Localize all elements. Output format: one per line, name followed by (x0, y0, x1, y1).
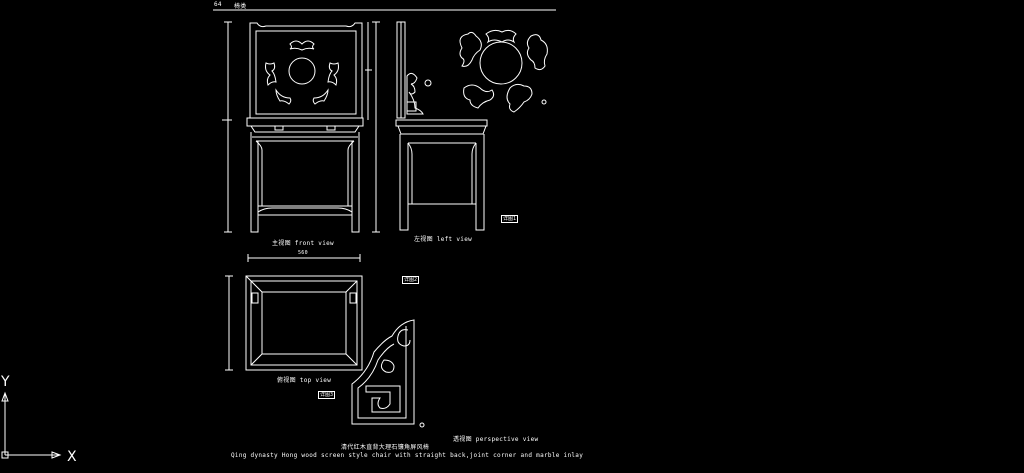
front-view-label: 主视图 front view (272, 240, 334, 247)
detail-tag-c: 详图3 (318, 391, 336, 399)
ucs-y-label: Y (1, 374, 10, 390)
page-number: 64 (214, 1, 222, 8)
perspective-view-label: 透视图 perspective view (453, 436, 539, 443)
front-view-drawing (222, 21, 372, 233)
medallion-circle (288, 57, 316, 85)
caption-chinese: 清代红木直背大理石镶角屏风椅 (341, 444, 430, 451)
section-title: 椅类 (234, 3, 247, 10)
perspective-view-drawing (351, 319, 425, 428)
ucs-axis-icon (1, 391, 62, 459)
top-width-dimension: 560 (298, 250, 308, 256)
left-view-label: 左视图 left view (414, 236, 473, 243)
detail-tag-a: 详图1 (501, 215, 519, 223)
top-view-label: 俯视图 top view (277, 377, 332, 384)
ucs-x-label: X (67, 449, 77, 465)
top-view-drawing (225, 254, 363, 371)
caption-english: Qing dynasty Hong wood screen style chai… (231, 452, 584, 459)
left-view-drawing (372, 21, 488, 233)
panel-detail-drawing (459, 29, 548, 113)
detail-tag-b: 详图2 (402, 276, 420, 284)
